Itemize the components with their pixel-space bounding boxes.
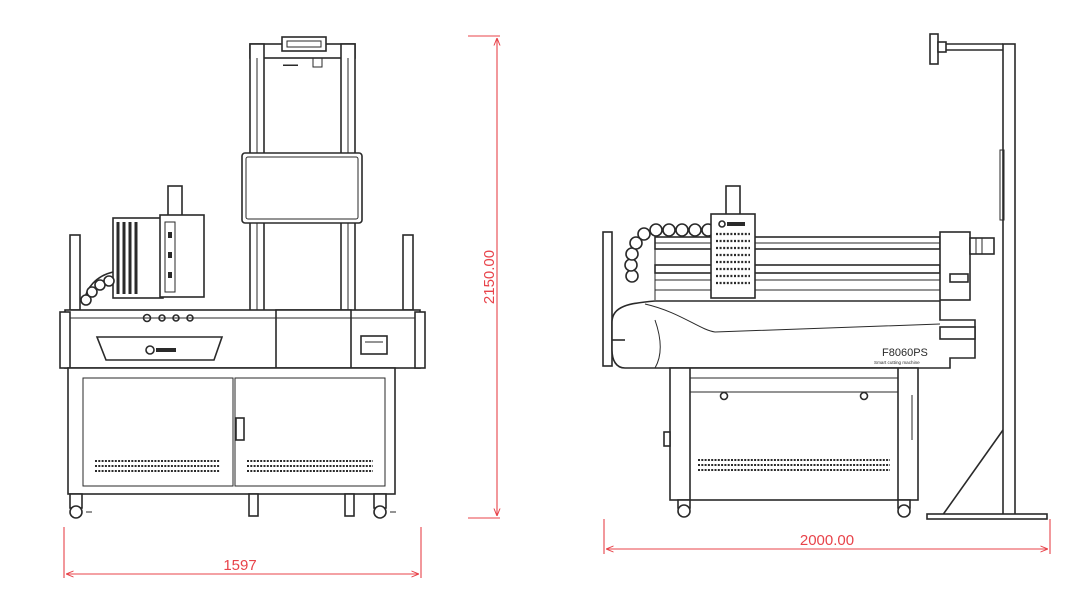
front-view: ▬▬▬ — [59, 36, 426, 519]
front-vent-right — [247, 460, 373, 472]
right-post — [402, 234, 414, 311]
tower-badge: ▬▬▬ — [283, 62, 298, 68]
side-left-post — [602, 231, 613, 367]
cable-chain-front — [80, 275, 115, 306]
side-length-label: 2000.00 — [800, 532, 854, 549]
dimension-front-width: 1597 — [63, 527, 422, 578]
left-post — [69, 234, 81, 311]
side-end-motor — [939, 231, 995, 301]
side-vent — [698, 459, 890, 471]
front-width-label: 1597 — [223, 557, 256, 574]
gantry-rails — [654, 236, 941, 300]
front-cabinet — [67, 367, 396, 495]
front-vent-left — [95, 460, 220, 472]
side-view: F8060PS Smart cutting machine — [602, 33, 1048, 520]
cutting-carriage — [710, 185, 756, 299]
front-body — [59, 309, 426, 369]
dimension-height: 2150.00 — [468, 35, 500, 519]
front-feet — [69, 493, 396, 519]
dimension-side-length: 2000.00 — [603, 519, 1051, 554]
camera-boom — [926, 33, 1048, 520]
side-body: F8060PS Smart cutting machine — [611, 300, 976, 369]
monitor — [241, 152, 363, 224]
cable-chain-side — [624, 223, 715, 283]
height-label: 2150.00 — [481, 250, 498, 304]
model-label: F8060PS — [882, 347, 928, 359]
side-feet — [677, 499, 911, 518]
model-description: Smart cutting machine — [874, 360, 920, 365]
cutting-head — [83, 185, 205, 303]
side-cabinet — [663, 367, 919, 501]
